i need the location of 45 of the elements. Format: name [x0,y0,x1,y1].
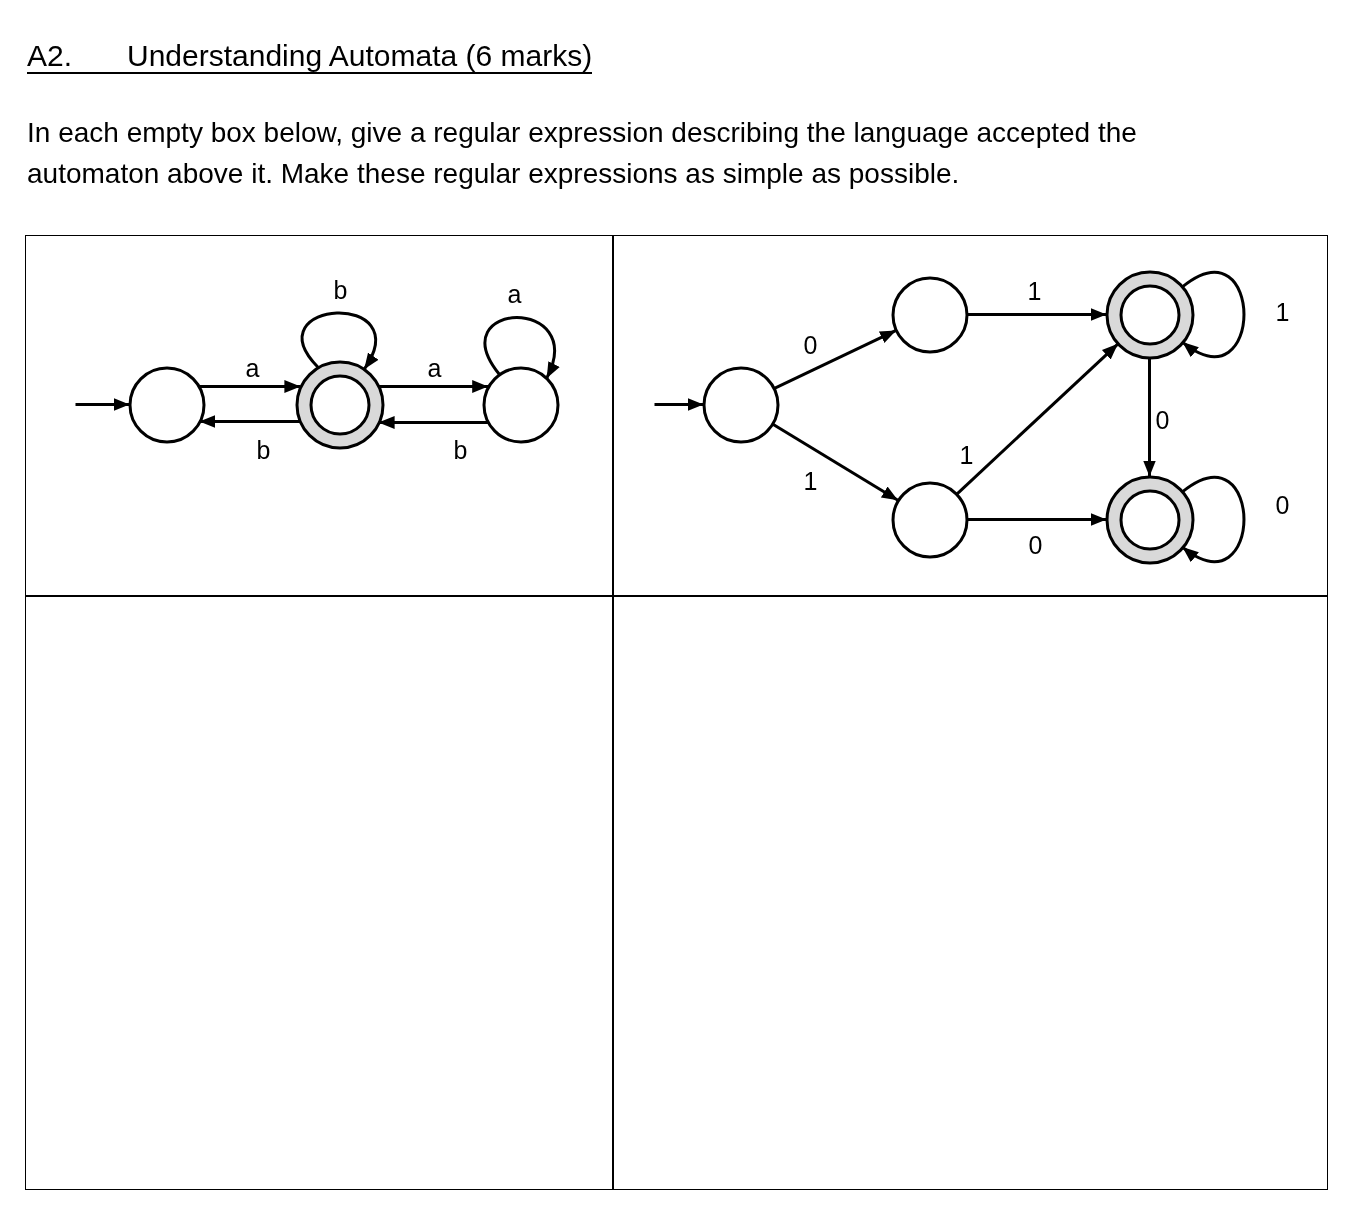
state-circle [890,275,969,354]
start-arrow [75,398,130,411]
answer-box [612,595,1328,1190]
automaton-panel [25,235,614,597]
self-loop-arrow [300,311,378,370]
state-circle [890,480,969,559]
transition-arrow [966,513,1107,526]
edge-label: a [427,355,442,380]
edge-label: 0 [1155,407,1170,432]
transition-arrow [198,380,301,393]
start-arrow [654,398,704,411]
self-loop-arrow [1181,476,1246,563]
transition-arrow [955,342,1120,496]
transition-arrow [773,329,897,390]
edge-label: 1 [959,442,974,467]
edge-label: 0 [803,332,818,357]
edge-label: a [507,281,522,306]
state-circle [701,365,780,444]
accepting-state-circle [294,359,385,450]
automaton-panel [612,235,1328,597]
instructions-text: In each empty box below, give a regular expression describing the language accepted the automaton above it. Make these regular expressions as simple as possible. [27,116,1138,191]
accepting-state-circle [1104,474,1195,565]
transition-arrow [966,308,1107,321]
edge-label: 0 [1275,492,1290,517]
state-circle [127,365,206,444]
question-title: Understanding Automata (6 marks) [127,40,593,74]
question-number: A2. [27,40,127,74]
edge-label: b [453,437,468,462]
transition-arrow [1143,357,1156,477]
transition-arrow [378,380,489,393]
transition-arrow [378,416,489,429]
edge-label: 1 [1027,278,1042,303]
self-loop-arrow [483,316,559,379]
accepting-state-circle [1104,269,1195,360]
edge-label: b [256,437,271,462]
edge-label: 0 [1028,532,1043,557]
transition-arrow [199,415,300,428]
self-loop-arrow [1181,271,1246,358]
state-circle [481,365,560,444]
edge-label: a [245,355,260,380]
answer-box [25,595,614,1190]
edge-label: b [333,277,348,302]
transition-arrow [771,422,899,502]
edge-label: 1 [1275,299,1290,324]
edge-label: 1 [803,468,818,493]
